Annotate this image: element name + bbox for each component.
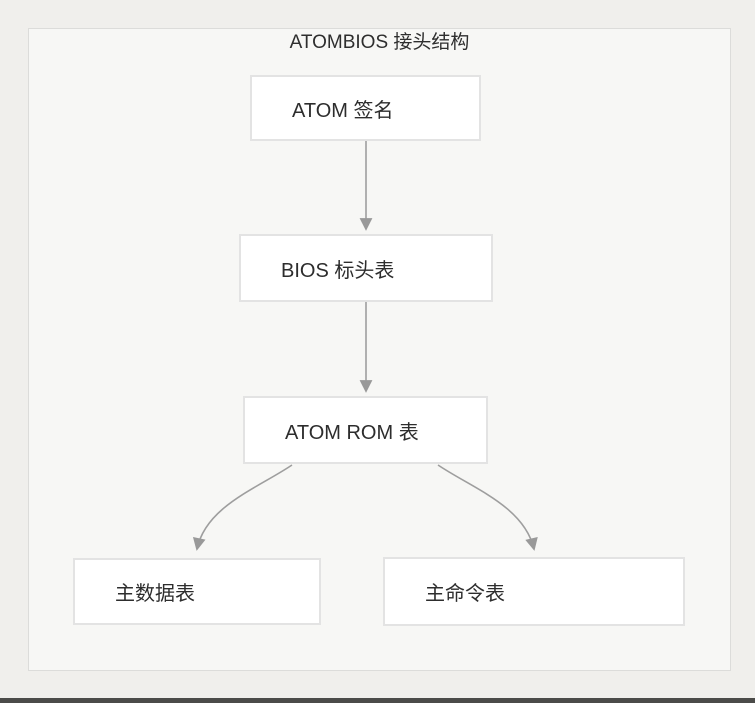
bottom-edge-bar — [0, 698, 755, 703]
node-master-command-table: 主命令表 — [383, 557, 685, 626]
node-master-data-table: 主数据表 — [73, 558, 321, 625]
node-bios-header-table: BIOS 标头表 — [239, 234, 493, 302]
diagram-title: ATOMBIOS 接头结构 — [289, 32, 470, 53]
node-atom-rom-table: ATOM ROM 表 — [243, 396, 488, 464]
node-atom-signature: ATOM 签名 — [250, 75, 481, 141]
